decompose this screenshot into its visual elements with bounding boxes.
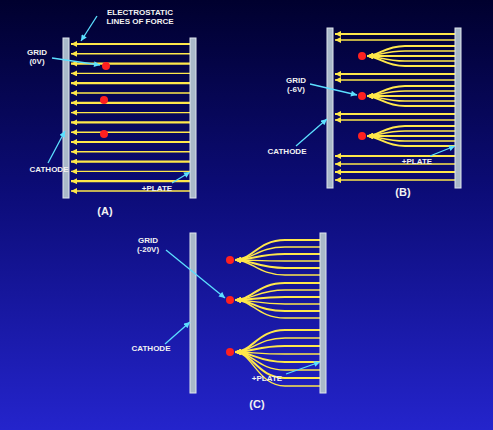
leader-arrow [165, 322, 190, 344]
grid-label: GRID (-6V) [278, 76, 314, 94]
grid-label: GRID (0V) [20, 48, 54, 66]
field-line [367, 55, 455, 57]
field-line [71, 131, 190, 132]
field-line [235, 297, 320, 300]
cathode-plate [190, 233, 196, 393]
field-line [367, 136, 455, 146]
anode-plate [455, 28, 461, 188]
field-line [71, 82, 190, 84]
field-line [367, 131, 455, 136]
field-line [235, 330, 320, 352]
field-line [367, 95, 455, 97]
panel-letter: (C) [244, 398, 270, 411]
field-line [335, 171, 455, 173]
field-line [235, 254, 320, 260]
cathode-label: CATHODE [262, 147, 312, 156]
plate-label: +PLATE [136, 184, 178, 193]
field-line [367, 51, 455, 56]
leader-arrows [48, 16, 455, 374]
field-line [367, 96, 455, 106]
field-line [71, 161, 190, 163]
leader-arrow [286, 362, 320, 374]
grid-wire [358, 92, 366, 100]
figure-note: ELECTROSTATIC LINES OF FORCE [98, 8, 182, 26]
field-line [367, 135, 455, 137]
field-line [71, 171, 190, 172]
field-line [235, 260, 320, 275]
field-line [71, 92, 190, 93]
panel-letter: (A) [92, 205, 118, 218]
field-line [367, 56, 455, 66]
leader-arrow [48, 131, 65, 163]
field-line [335, 39, 455, 40]
field-line [367, 46, 455, 56]
cathode-plate [327, 28, 333, 188]
grid-wire [102, 62, 110, 70]
leader-arrow [296, 119, 327, 146]
field-line [235, 247, 320, 260]
field-line [235, 290, 320, 300]
field-line [71, 112, 190, 113]
anode-plate [190, 38, 196, 198]
grid-wire [100, 130, 108, 138]
field-line [367, 86, 455, 96]
field-line [235, 352, 320, 370]
field-line [335, 163, 455, 164]
leader-arrow [310, 84, 357, 95]
panel-letter: (B) [390, 186, 416, 199]
field-line [335, 79, 455, 80]
field-line [71, 180, 190, 182]
field-line [335, 33, 455, 35]
field-line [71, 102, 190, 104]
leader-arrow [52, 58, 100, 65]
field-line [235, 300, 320, 311]
field-line [235, 283, 320, 300]
field-line [235, 346, 320, 352]
grid-wire [358, 52, 366, 60]
field-line [235, 300, 320, 318]
field-line [235, 352, 320, 386]
grid-wire [226, 256, 234, 264]
field-line [335, 119, 455, 120]
field-line [235, 240, 320, 260]
field-line [367, 91, 455, 96]
field-line [71, 53, 190, 54]
field-line [235, 260, 320, 268]
field-line [71, 141, 190, 143]
field-line [335, 155, 455, 157]
anode-plate [320, 233, 326, 393]
electrodes [63, 28, 461, 393]
field-line [71, 43, 190, 45]
field-line [335, 73, 455, 75]
leader-arrow [172, 172, 190, 183]
field-line [367, 126, 455, 136]
field-lines [71, 34, 455, 386]
cathode-label: CATHODE [24, 165, 74, 174]
field-line [335, 179, 455, 180]
plate-label: +PLATE [246, 374, 288, 383]
field-line [235, 338, 320, 352]
leader-arrow [81, 16, 97, 41]
cathode-label: CATHODE [126, 344, 176, 353]
field-line [71, 151, 190, 152]
grid-wire [358, 132, 366, 140]
leader-arrow [166, 250, 225, 298]
plate-label: +PLATE [396, 157, 438, 166]
grid-wires [100, 52, 366, 356]
field-line [71, 121, 190, 123]
grid-wire [100, 96, 108, 104]
leader-arrow [430, 146, 455, 156]
grid-wire [226, 348, 234, 356]
field-line [335, 113, 455, 115]
grid-wire [226, 296, 234, 304]
grid-label: GRID (-20V) [128, 236, 168, 254]
field-line [71, 73, 190, 74]
